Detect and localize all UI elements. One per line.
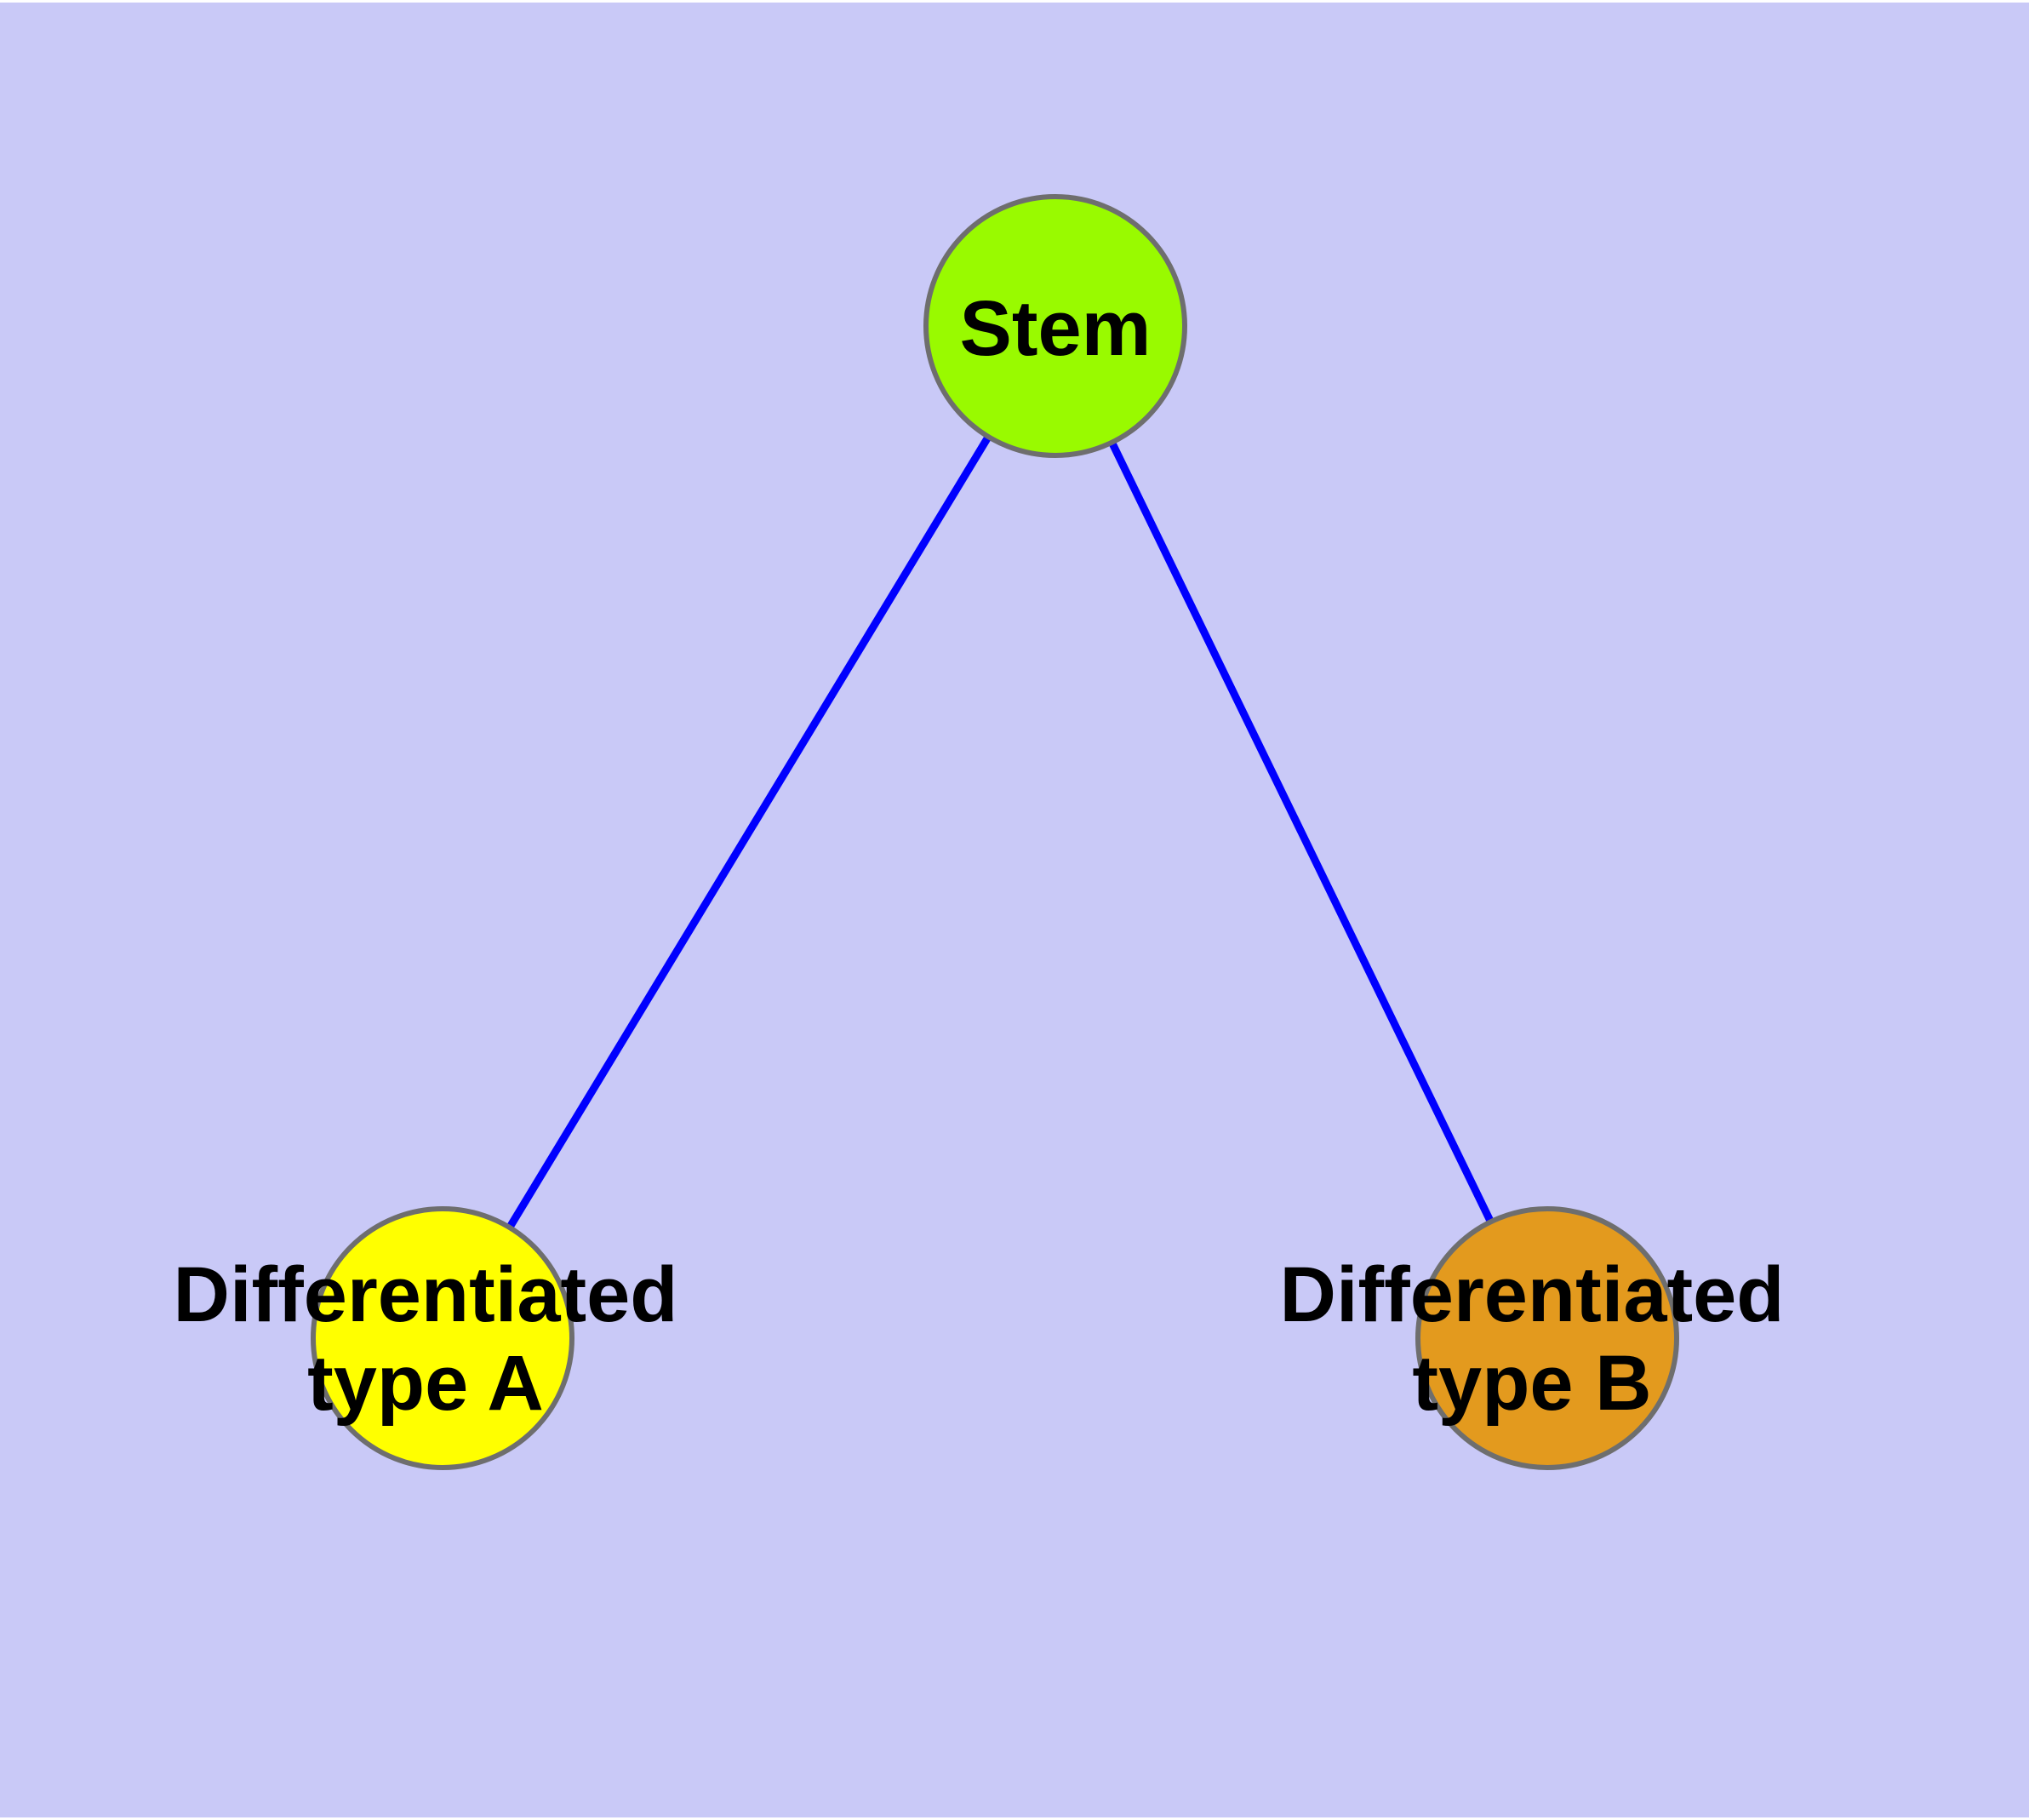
node-type-a-label-line1: Differentiated [174, 1251, 678, 1338]
edge-stem-to-type-a [439, 323, 1059, 1341]
node-type-b-label-line1: Differentiated [1280, 1251, 1785, 1338]
node-type-a-label-line2: type A [307, 1340, 544, 1427]
node-stem [923, 194, 1187, 458]
node-stem-label: Stem [960, 285, 1152, 372]
node-type-b [1415, 1206, 1679, 1470]
node-type-a [311, 1206, 574, 1470]
edge-stem-to-type-b [1051, 324, 1552, 1340]
node-type-b-label-line2: type B [1412, 1340, 1651, 1427]
